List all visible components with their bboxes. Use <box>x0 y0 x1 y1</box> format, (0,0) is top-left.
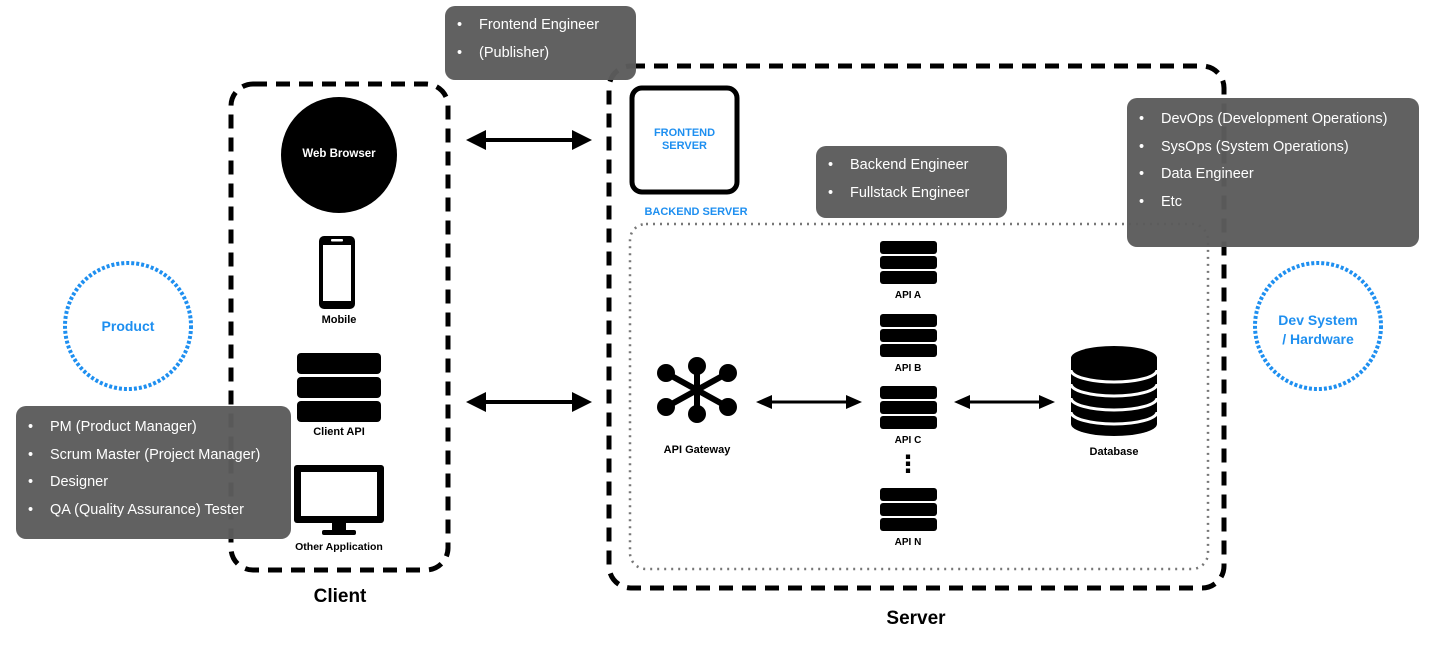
monitor-icon <box>294 465 384 535</box>
role-item: QA (Quality Assurance) Tester <box>26 497 281 525</box>
product-circle <box>63 261 193 391</box>
role-item: Etc <box>1137 189 1409 217</box>
api-a-label: API A <box>894 290 922 301</box>
double-arrow-icon <box>954 395 1055 409</box>
dev-system-label-line2: / Hardware <box>1282 331 1354 347</box>
role-item: PM (Product Manager) <box>26 414 281 442</box>
database-icon <box>1069 346 1159 436</box>
dev-system-label: Dev System / Hardware <box>1258 311 1378 349</box>
client-title: Client <box>313 586 367 607</box>
server-boundary <box>606 63 1227 591</box>
role-item: Scrum Master (Project Manager) <box>26 442 281 470</box>
client-boundary <box>228 81 451 573</box>
web-browser-label: Web Browser <box>302 148 376 160</box>
database-label: Database <box>1089 446 1139 458</box>
api-b-label: API B <box>894 363 922 374</box>
role-item: Frontend Engineer <box>455 12 626 40</box>
frontend-team-box: Frontend Engineer (Publisher) <box>445 6 636 80</box>
frontend-server-box <box>629 85 740 195</box>
dev-system-label-line1: Dev System <box>1278 312 1358 328</box>
role-item: Designer <box>26 469 281 497</box>
backend-team-box: Backend Engineer Fullstack Engineer <box>816 146 1007 218</box>
frontend-server-label: FRONTEND SERVER <box>632 127 737 153</box>
api-gateway-label: API Gateway <box>663 444 731 456</box>
client-api-label: Client API <box>313 426 365 438</box>
role-item: Data Engineer <box>1137 161 1409 189</box>
hub-network-icon <box>657 357 737 423</box>
web-browser-icon <box>281 97 397 213</box>
role-item: Fullstack Engineer <box>826 180 997 208</box>
client-api-server-icon <box>297 353 381 422</box>
backend-server-label: BACKEND SERVER <box>644 206 748 218</box>
server-title: Server <box>886 608 946 629</box>
dev-system-circle <box>1253 261 1383 391</box>
double-arrow-icon <box>466 392 592 412</box>
api-c-server-icon <box>880 386 937 429</box>
frontend-server-label-line2: SERVER <box>661 140 708 152</box>
api-ellipsis: ⋮ <box>896 451 920 478</box>
api-a-server-icon <box>880 241 937 284</box>
product-label: Product <box>101 318 155 334</box>
other-application-label: Other Application <box>295 541 383 553</box>
api-n-label: API N <box>894 537 922 548</box>
api-c-label: API C <box>894 435 922 446</box>
frontend-server-label-line1: FRONTEND <box>653 127 716 139</box>
double-arrow-icon <box>466 130 592 150</box>
api-b-server-icon <box>880 314 937 357</box>
mobile-label: Mobile <box>321 314 357 326</box>
role-item: SysOps (System Operations) <box>1137 134 1409 162</box>
ops-team-box: DevOps (Development Operations) SysOps (… <box>1127 98 1419 247</box>
role-item: (Publisher) <box>455 40 626 68</box>
mobile-phone-icon <box>319 236 355 309</box>
backend-server-boundary <box>628 222 1210 571</box>
api-n-server-icon <box>880 488 937 531</box>
double-arrow-icon <box>756 395 862 409</box>
product-team-box: PM (Product Manager) Scrum Master (Proje… <box>16 406 291 539</box>
role-item: Backend Engineer <box>826 152 997 180</box>
role-item: DevOps (Development Operations) <box>1137 106 1409 134</box>
